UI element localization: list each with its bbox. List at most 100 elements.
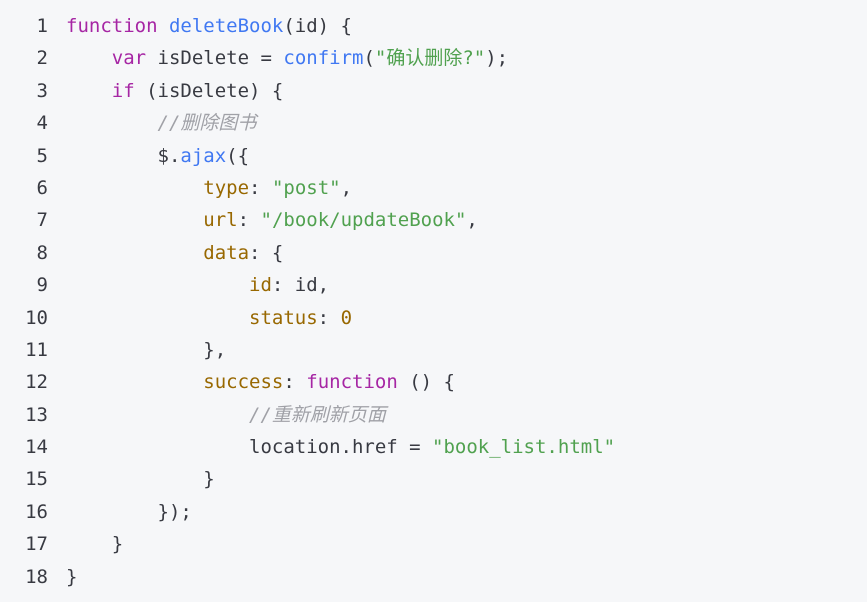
- code-token: : id,: [271, 274, 330, 297]
- code-line: 15 }: [0, 463, 867, 495]
- code-token: :: [283, 371, 307, 394]
- code-token: location.href =: [66, 436, 433, 459]
- line-number: 6: [36, 176, 48, 199]
- line-number: 18: [25, 565, 48, 588]
- line-number: 13: [25, 403, 48, 426]
- code-token: [66, 404, 249, 426]
- code-token: [66, 209, 203, 231]
- line-number: 4: [36, 112, 48, 135]
- code-token: },: [66, 338, 227, 361]
- code-text: });: [66, 496, 867, 528]
- line-number: 7: [36, 209, 48, 232]
- line-number: 3: [36, 79, 48, 102]
- code-token: :: [237, 209, 261, 232]
- code-token: });: [66, 500, 192, 523]
- code-token: //重新刷新页面: [249, 403, 386, 426]
- code-token: }: [66, 565, 78, 588]
- code-text: function deleteBook(id) {: [66, 10, 867, 42]
- code-token: "post": [271, 176, 341, 199]
- line-number: 9: [36, 274, 48, 297]
- code-line: 12 success: function () {: [0, 366, 867, 398]
- code-text: if (isDelete) {: [66, 75, 867, 107]
- code-line: 4 //删除图书: [0, 107, 867, 139]
- code-token: ,: [466, 209, 478, 232]
- code-token: //删除图书: [157, 112, 257, 135]
- code-text: }: [66, 528, 867, 560]
- code-text: id: id,: [66, 269, 867, 301]
- line-number: 2: [36, 47, 48, 70]
- code-token: [66, 307, 249, 329]
- line-number: 14: [25, 436, 48, 459]
- code-text: data: {: [66, 237, 867, 269]
- code-token: "/book/updateBook": [260, 209, 467, 232]
- code-token: status: [249, 306, 318, 329]
- code-line: 5 $.ajax({: [0, 140, 867, 172]
- code-line: 8 data: {: [0, 237, 867, 269]
- code-text: status: 0: [66, 302, 867, 334]
- code-token: type: [203, 176, 250, 199]
- code-token: "book_list.html": [432, 436, 616, 459]
- code-line: 1 function deleteBook(id) {: [0, 10, 867, 42]
- line-number: 17: [25, 533, 48, 556]
- code-token: [66, 274, 249, 296]
- code-token: [66, 47, 112, 69]
- code-text: url: "/book/updateBook",: [66, 204, 867, 236]
- code-token: [66, 371, 203, 393]
- code-token: deleteBook: [168, 15, 284, 37]
- code-line: 3 if (isDelete) {: [0, 75, 867, 107]
- line-number: 10: [25, 306, 48, 329]
- code-token: var: [111, 47, 147, 70]
- code-token: ajax: [180, 144, 227, 167]
- code-text: var isDelete = confirm("确认删除?");: [66, 42, 867, 74]
- code-token: : {: [249, 241, 284, 264]
- code-token: success: [203, 371, 284, 394]
- code-text: location.href = "book_list.html": [66, 431, 867, 463]
- line-number: 5: [36, 144, 48, 167]
- code-token: ({: [226, 144, 250, 167]
- line-number: 8: [36, 241, 48, 264]
- code-text: //重新刷新页面: [66, 399, 867, 431]
- code-token: :: [317, 306, 341, 329]
- code-token: (id) {: [283, 15, 352, 37]
- code-line: 17 }: [0, 528, 867, 560]
- code-text: }: [66, 463, 867, 495]
- code-text: success: function () {: [66, 366, 867, 398]
- line-number: 12: [25, 371, 48, 394]
- code-token: }: [66, 533, 124, 556]
- code-token: (: [363, 47, 375, 70]
- line-number: 15: [25, 468, 48, 491]
- code-text: $.ajax({: [66, 140, 867, 172]
- line-number: 11: [25, 338, 48, 361]
- code-token: [66, 242, 203, 264]
- code-token: $.: [66, 144, 181, 167]
- code-token: );: [485, 47, 509, 70]
- code-token: :: [249, 176, 272, 199]
- code-line: 14 location.href = "book_list.html": [0, 431, 867, 463]
- code-token: ,: [340, 176, 353, 199]
- code-line: 10 status: 0: [0, 302, 867, 334]
- code-token: (isDelete) {: [134, 79, 284, 102]
- code-token: function: [306, 371, 398, 394]
- code-token: 0: [340, 306, 353, 329]
- code-line: 7 url: "/book/updateBook",: [0, 204, 867, 236]
- code-text: },: [66, 334, 867, 366]
- code-token: confirm: [283, 47, 364, 70]
- code-token: isDelete =: [146, 47, 284, 70]
- code-line: 9 id: id,: [0, 269, 867, 301]
- code-token: "确认删除?": [374, 47, 486, 70]
- line-number: 1: [36, 15, 48, 37]
- code-token: [66, 80, 112, 102]
- code-line: 11 },: [0, 334, 867, 366]
- code-text: //删除图书: [66, 107, 867, 139]
- code-text: }: [66, 561, 867, 593]
- code-token: }: [66, 468, 215, 491]
- code-token: data: [203, 241, 250, 264]
- code-line: 6 type: "post",: [0, 172, 867, 204]
- code-line: 2 var isDelete = confirm("确认删除?");: [0, 42, 867, 74]
- code-line: 13 //重新刷新页面: [0, 399, 867, 431]
- line-number: 16: [25, 500, 48, 523]
- code-token: url: [203, 209, 238, 232]
- code-token: function: [66, 15, 158, 37]
- code-line: 16 });: [0, 496, 867, 528]
